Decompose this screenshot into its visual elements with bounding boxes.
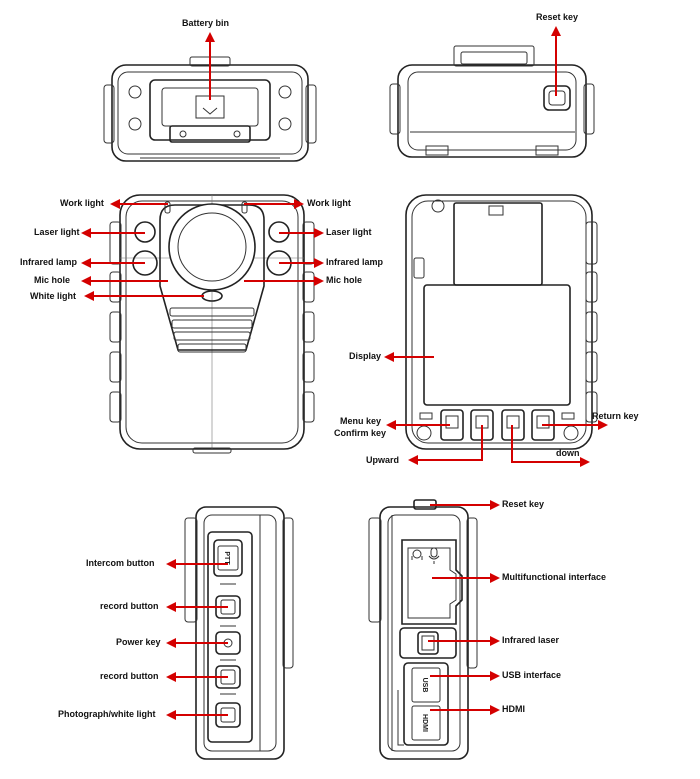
label-record-button-2: record button: [100, 671, 159, 681]
back-view: [405, 194, 598, 450]
arrow-down: [511, 425, 590, 467]
hdmi-text: HDMI: [421, 714, 428, 732]
left-side-view: PTT: [184, 506, 294, 760]
label-upward: Upward: [366, 455, 400, 465]
label-laser-light-left: Laser light: [34, 227, 80, 237]
label-reset-key-top: Reset key: [536, 12, 579, 22]
label-intercom-button: Intercom button: [86, 558, 155, 568]
arrow-upward: [408, 425, 483, 465]
label-return-key: Return key: [592, 411, 639, 421]
work-light-left: [164, 201, 171, 214]
label-usb-interface: USB interface: [502, 670, 562, 680]
label-power-key: Power key: [116, 637, 161, 647]
front-view: [109, 194, 315, 454]
label-display: Display: [349, 351, 382, 361]
work-light-right: [241, 201, 248, 214]
label-work-light-left: Work light: [60, 198, 104, 208]
intercom-button[interactable]: [213, 539, 243, 577]
end-view: [389, 45, 595, 158]
label-infrared-lamp-right: Infrared lamp: [326, 257, 384, 267]
label-multifunctional-interface: Multifunctional interface: [502, 572, 607, 582]
camera-lens: [168, 203, 256, 291]
ptt-text: PTT: [223, 551, 230, 565]
usb-interface[interactable]: [411, 667, 441, 703]
display: [423, 284, 571, 406]
label-battery-bin: Battery bin: [182, 18, 230, 28]
label-white-light: White light: [30, 291, 76, 301]
right-side-view: USB HDMI: [368, 499, 478, 760]
multifunctional-interface[interactable]: [401, 539, 463, 625]
label-infrared-laser: Infrared laser: [502, 635, 560, 645]
label-record-button-1: record button: [100, 601, 159, 611]
label-reset-key-side: Reset key: [502, 499, 545, 509]
label-menu-key: Menu key: [340, 416, 382, 426]
label-work-light-right: Work light: [307, 198, 351, 208]
usb-text: USB: [421, 678, 428, 693]
label-confirm-key: Confirm key: [334, 428, 387, 438]
label-mic-hole-right: Mic hole: [326, 275, 363, 285]
label-hdmi: HDMI: [502, 704, 525, 714]
label-infrared-lamp-left: Infrared lamp: [20, 257, 78, 267]
label-mic-hole-left: Mic hole: [34, 275, 71, 285]
label-photograph-white-light: Photograph/white light: [58, 709, 156, 719]
infrared-laser: [417, 631, 439, 655]
callout-arrows: [81, 26, 608, 720]
hdmi-port[interactable]: [411, 705, 441, 741]
label-laser-light-right: Laser light: [326, 227, 372, 237]
label-down: down: [556, 448, 580, 458]
